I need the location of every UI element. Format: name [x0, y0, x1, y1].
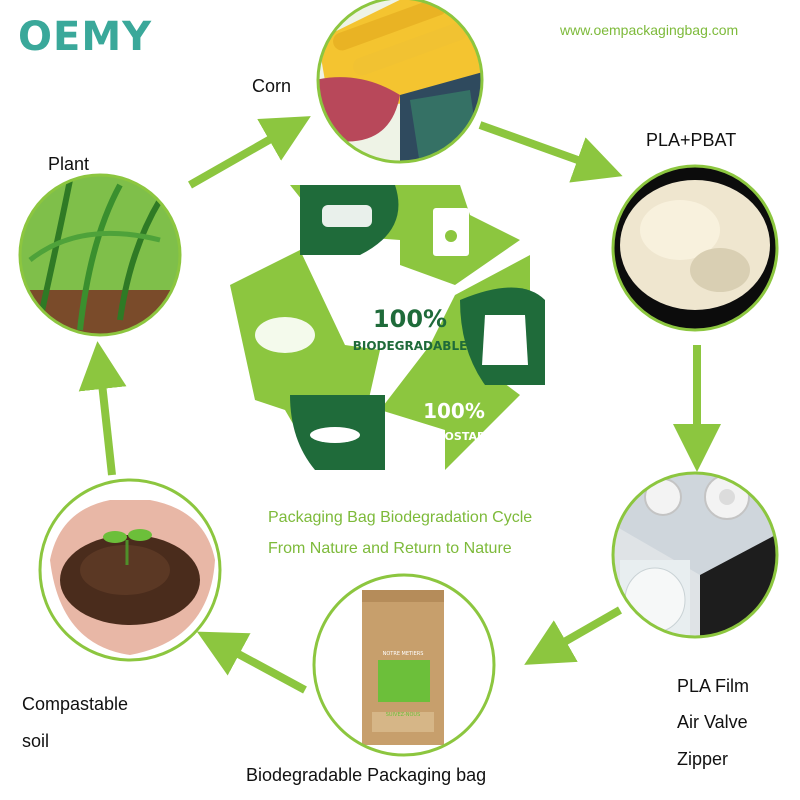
brand-logo: OEMY	[18, 14, 153, 60]
compostable-word: COMPOSTABLE	[408, 430, 500, 443]
corn-photo	[318, 0, 482, 162]
recycle-mini-icon	[445, 230, 457, 242]
label-packaging-bag: Biodegradable Packaging bag	[246, 765, 487, 785]
pellet-icon	[322, 205, 372, 227]
label-plant: Plant	[48, 154, 90, 174]
biodegradable-percent: 100%	[373, 305, 447, 333]
pla-film-photo	[613, 473, 777, 637]
powder-icon	[310, 427, 360, 443]
arrow-bag-to-soil	[196, 631, 307, 694]
arrow-soil-to-plant	[78, 341, 127, 476]
arrow-corn-to-pla	[478, 121, 623, 183]
potato-icon	[255, 317, 315, 353]
arrow-plant-to-corn	[188, 116, 311, 189]
biodegradable-word: BIODEGRADABLE	[353, 339, 468, 353]
recycle-symbol	[230, 185, 545, 470]
compostable-percent: 100%	[423, 399, 485, 423]
pla-pellets-photo	[613, 166, 777, 330]
label-air-valve: Air Valve	[677, 712, 748, 732]
label-soil-line2: soil	[22, 731, 50, 751]
label-zipper: Zipper	[677, 749, 729, 769]
soil-hands-photo	[40, 480, 220, 660]
bag-print-subtitle: SUIVEZ-NOUS	[386, 712, 421, 718]
caption-line-2: From Nature and Return to Nature	[268, 540, 512, 557]
bag-icon-right	[482, 315, 528, 365]
label-pla-film: PLA Film	[677, 676, 750, 696]
caption-line-1: Packaging Bag Biodegradation Cycle	[268, 509, 533, 526]
label-pla-pbat: PLA+PBAT	[646, 130, 737, 150]
bag-print-title: NOTRE METIERS	[383, 651, 424, 657]
plant-photo	[20, 175, 180, 335]
website-link[interactable]: www.oempackagingbag.com	[560, 22, 739, 38]
packaging-bag-photo	[314, 575, 494, 755]
label-corn: Corn	[252, 76, 292, 96]
arrow-film-to-bag	[524, 606, 622, 665]
label-soil-line1: Compastable	[22, 694, 129, 714]
